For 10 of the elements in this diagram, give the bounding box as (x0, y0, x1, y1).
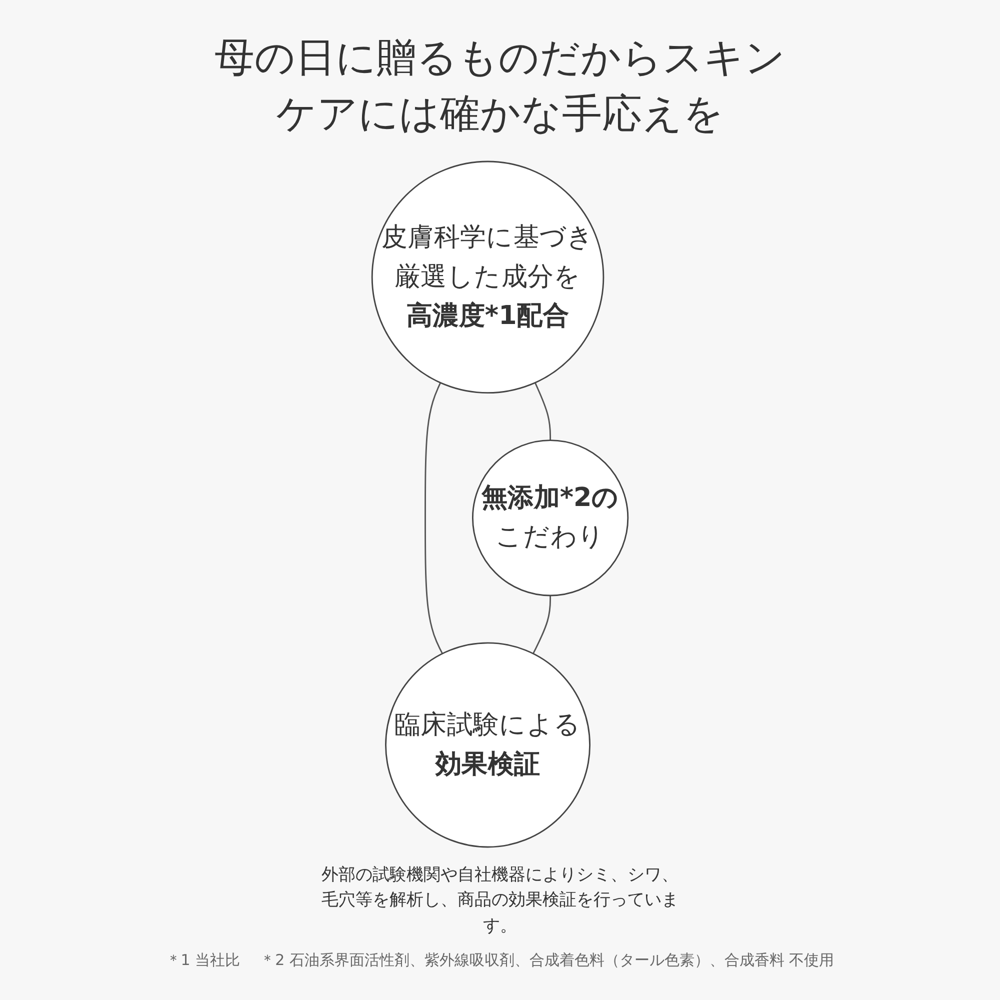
connector (534, 382, 552, 440)
connector (532, 596, 552, 654)
node-circle: 無添加*2の こだわり (472, 440, 629, 596)
note-text: 外部の試験機関や自社機器によりシミ、シワ、毛穴等を解析し、商品の効果検証を行っています。 (320, 864, 680, 938)
node-circle: 臨床試験による 効果検証 (385, 642, 591, 848)
footnote: ＊1 当社比 (166, 951, 240, 970)
title: 母の日に贈るものだからスキンケアには確かな手応えを (214, 34, 786, 139)
node-circle: 皮膚科学に基づき厳選した成分を 高濃度*1配合 (371, 160, 604, 394)
footnote: ＊2 石油系界面活性剤、紫外線吸収剤、合成着色料（タール色素）、合成香料 不使用 (260, 951, 834, 970)
connector (424, 382, 443, 654)
